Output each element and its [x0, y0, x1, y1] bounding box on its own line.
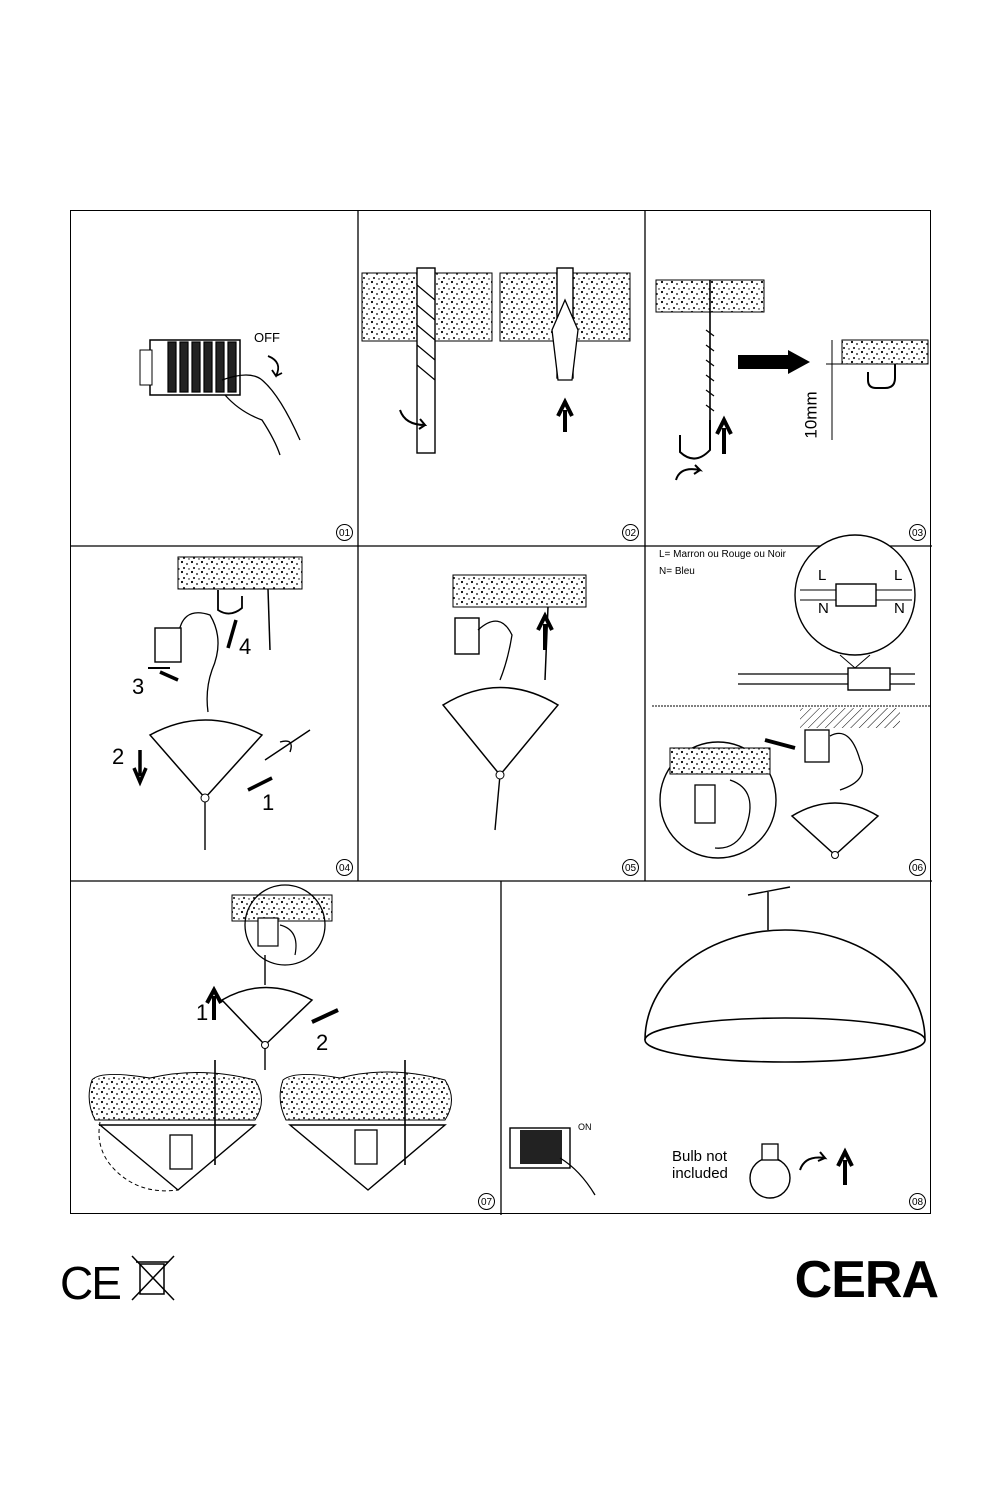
step-7-2: 2	[316, 1030, 329, 1055]
panel-05-canopy-illustration	[441, 574, 587, 831]
step-number-07: 07	[478, 1193, 495, 1210]
terminal-l-right: L	[894, 567, 903, 584]
ce-mark: CE	[60, 1257, 122, 1309]
grid-lines	[71, 211, 932, 1215]
weee-bin-icon	[131, 1255, 175, 1301]
off-label: OFF	[254, 330, 280, 345]
brand-logo: CERA	[794, 1251, 939, 1309]
panel-02-drill-illustration	[361, 267, 631, 454]
on-label: ON	[578, 1122, 592, 1132]
live-wire-legend: L= Marron ou Rouge ou Noir	[659, 549, 787, 560]
panel-07-canopy-illustration	[88, 884, 452, 1192]
step-4-3: 3	[132, 674, 145, 699]
instruction-grid	[70, 210, 932, 1215]
panel-04-canopy-illustration	[132, 556, 311, 850]
bulb-note-line2: included	[672, 1165, 728, 1182]
terminal-l-left: L	[818, 567, 827, 584]
step-number-06: 06	[909, 859, 926, 876]
panel-01-breaker-illustration	[139, 339, 301, 456]
step-4-4: 4	[239, 634, 252, 659]
step-7-1: 1	[196, 1000, 209, 1025]
hook-distance-label: 10mm	[801, 391, 821, 439]
bulb-note-line1: Bulb not	[672, 1148, 728, 1165]
terminal-n-right: N	[894, 600, 905, 617]
panel-06-wiring-illustration	[652, 534, 930, 859]
step-4-2: 2	[112, 744, 125, 769]
step-number-04: 04	[336, 859, 353, 876]
terminal-n-left: N	[818, 600, 829, 617]
step-number-03: 03	[909, 524, 926, 541]
step-number-02: 02	[622, 524, 639, 541]
step-4-1: 1	[262, 790, 275, 815]
panel-08-pendant-illustration	[509, 886, 926, 1199]
step-number-05: 05	[622, 859, 639, 876]
panel-03-hook-illustration	[655, 279, 929, 481]
step-number-08: 08	[909, 1193, 926, 1210]
step-number-01: 01	[336, 524, 353, 541]
neutral-wire-legend: N= Bleu	[659, 566, 695, 577]
